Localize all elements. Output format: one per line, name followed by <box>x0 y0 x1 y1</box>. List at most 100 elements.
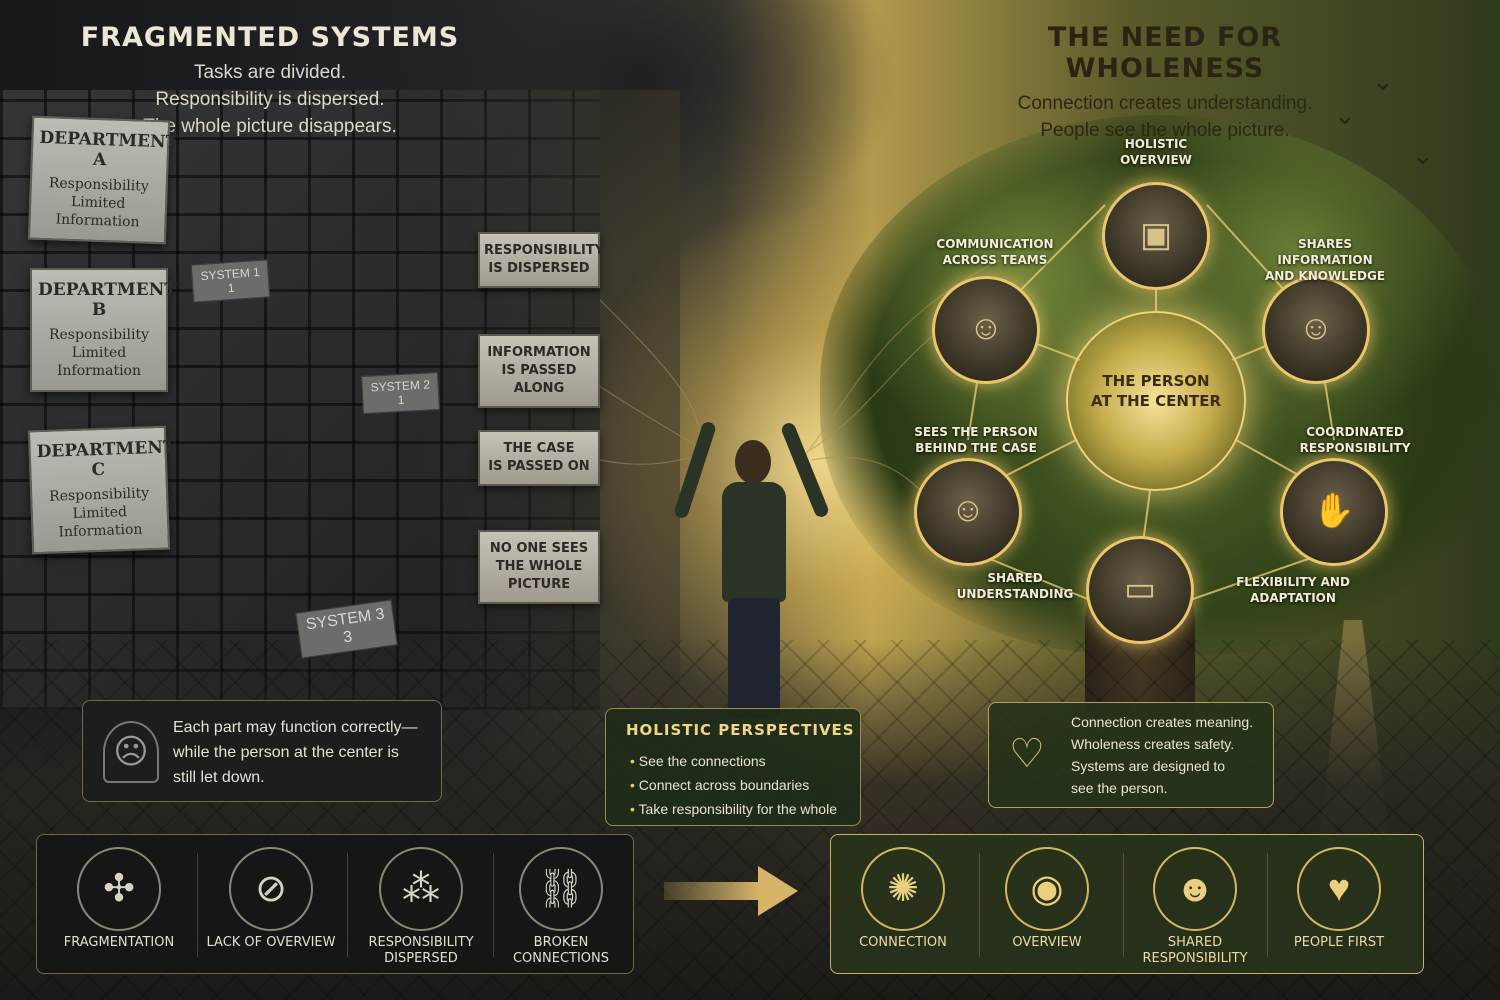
sitting-person-icon: ☹ <box>103 721 159 783</box>
right-title: THE NEED FOR WHOLENESS <box>1047 22 1283 84</box>
divider <box>197 853 198 957</box>
item-label-line: CONNECTIONS <box>512 951 610 966</box>
network-icon: ✺ <box>861 847 945 931</box>
right-subtitle-line: People see the whole picture. <box>1040 120 1290 141</box>
broken-connections-item: ⛓ BROKEN CONNECTIONS <box>491 835 631 975</box>
left-subtitle-line: Responsibility is dispersed. <box>155 89 385 110</box>
sign-line: THE CASE <box>503 441 575 456</box>
label-flexibility: FLEXIBILITY AND ADAPTATION <box>1228 574 1358 606</box>
sign-line: THE WHOLE <box>495 559 583 574</box>
department-b-sign: DEPARTMENT B Responsibility Limited Info… <box>30 268 177 392</box>
department-text: Responsibility Limited Information <box>38 484 162 542</box>
bird-icon: ⌄ <box>1412 140 1434 170</box>
item-label-line: FRAGMENTATION <box>63 935 175 950</box>
item-label-line: CONNECTION <box>859 935 947 950</box>
bird-icon: ⌄ <box>1334 100 1356 130</box>
crossed-eye-icon: ⊘ <box>229 847 313 931</box>
info-line: Systems are designed to <box>1071 758 1226 774</box>
node-label-line: RESPONSIBILITY <box>1299 441 1411 455</box>
overview-item: ◉ OVERVIEW <box>977 835 1117 975</box>
sign-line: IS PASSED ALONG <box>501 363 577 396</box>
conversation-icon: ☺ <box>950 491 986 529</box>
department-name: DEPARTMENT B <box>38 280 177 320</box>
department-name: DEPARTMENT A <box>39 127 179 171</box>
right-info-text: Connection creates meaning. Wholeness cr… <box>1071 711 1267 799</box>
item-label: OVERVIEW <box>977 935 1117 951</box>
info-line: Wholeness creates safety. <box>1071 736 1235 752</box>
label-shares-information: SHARES INFORMATION AND KNOWLEDGE <box>1250 236 1400 284</box>
eye-icon: ◉ <box>1005 847 1089 931</box>
shared-responsibility-item: ☻ SHARED RESPONSIBILITY <box>1125 835 1265 975</box>
info-line: Each part may function correctly— <box>173 719 418 736</box>
divider <box>1267 853 1268 957</box>
node-label-line: SHARED <box>987 571 1043 585</box>
item-label: FRAGMENTATION <box>49 935 189 951</box>
sign-information-passed: INFORMATION IS PASSED ALONG <box>478 334 600 408</box>
department-line: Information <box>58 521 143 541</box>
node-holistic-overview: ▣ <box>1102 182 1210 290</box>
people-first-item: ♥ PEOPLE FIRST <box>1269 835 1409 975</box>
left-header: FRAGMENTED SYSTEMS Tasks are divided. Re… <box>60 22 480 140</box>
department-line: Responsibility <box>48 327 149 343</box>
sign-line: IS DISPERSED <box>488 261 590 276</box>
puzzle-icon: ✣ <box>77 847 161 931</box>
right-subtitle: Connection creates understanding. People… <box>945 90 1385 144</box>
item-label-line: RESPONSIBILITY <box>368 935 474 950</box>
label-shared-understanding: SHARED UNDERSTANDING <box>950 570 1080 602</box>
sign-responsibility-dispersed: RESPONSIBILITY IS DISPERSED <box>478 232 604 288</box>
person-body <box>722 482 786 602</box>
node-label-line: UNDERSTANDING <box>956 587 1074 601</box>
info-line: Connection creates meaning. <box>1071 714 1254 730</box>
system-2-label: SYSTEM 2 1 <box>361 372 441 414</box>
divider <box>1123 853 1124 957</box>
holistic-perspectives-list: See the connections Connect across bound… <box>630 749 837 821</box>
monitor-icon: ▣ <box>1139 216 1173 254</box>
fragmentation-item: ✣ FRAGMENTATION <box>49 835 189 975</box>
node-shares-information: ☺ <box>1262 276 1370 384</box>
item-label-line: DISPERSED <box>384 951 458 966</box>
person-legs <box>728 598 780 718</box>
left-title: FRAGMENTED SYSTEMS <box>80 22 460 53</box>
sign-line: INFORMATION <box>487 345 591 360</box>
node-label-line: ACROSS TEAMS <box>942 253 1048 267</box>
sign-line: NO ONE SEES <box>489 541 589 556</box>
node-label-line: ADAPTATION <box>1250 591 1336 605</box>
department-text: Responsibility Limited Information <box>38 326 160 380</box>
handshake-icon: ✋ <box>1312 492 1356 530</box>
department-c-sign: DEPARTMENT C Responsibility Limited Info… <box>27 425 176 555</box>
right-header: THE NEED FOR WHOLENESS Connection create… <box>945 22 1385 144</box>
transition-arrow-icon <box>664 866 798 916</box>
list-item: See the connections <box>630 749 837 773</box>
node-label-line: FLEXIBILITY AND <box>1236 575 1350 589</box>
left-subtitle-line: Tasks are divided. <box>193 62 347 83</box>
node-label-line: SEES THE PERSON <box>914 425 1038 439</box>
connection-item: ✺ CONNECTION <box>833 835 973 975</box>
problems-panel: ✣ FRAGMENTATION ⊘ LACK OF OVERVIEW ⁂ RES… <box>36 834 634 974</box>
item-label: CONNECTION <box>833 935 973 951</box>
divider <box>347 853 348 957</box>
item-label-line: SHARED <box>1167 935 1223 950</box>
department-line: Information <box>55 211 140 231</box>
person-head <box>735 440 771 484</box>
conversation-icon: ☺ <box>968 309 1004 347</box>
sign-line: PICTURE <box>507 577 571 592</box>
sign-no-one-sees: NO ONE SEES THE WHOLE PICTURE <box>478 530 600 604</box>
label-sees-person: SEES THE PERSON BEHIND THE CASE <box>906 424 1046 456</box>
group-icon: ☻ <box>1153 847 1237 931</box>
left-subtitle: Tasks are divided. Responsibility is dis… <box>60 59 480 140</box>
node-sees-person: ☺ <box>914 458 1022 566</box>
bird-icon: ⌄ <box>1372 66 1394 96</box>
node-communication: ☺ <box>932 276 1040 384</box>
scattered-people-icon: ⁂ <box>379 847 463 931</box>
item-label-line: PEOPLE FIRST <box>1293 935 1385 950</box>
node-label-line: COORDINATED <box>1306 425 1404 439</box>
node-label-line: AND KNOWLEDGE <box>1264 269 1386 283</box>
responsibility-dispersed-item: ⁂ RESPONSIBILITY DISPERSED <box>351 835 491 975</box>
item-label: SHARED RESPONSIBILITY <box>1125 935 1265 967</box>
hub-line: THE PERSON <box>1102 372 1210 390</box>
arrow-shaft <box>664 882 760 900</box>
laptop-icon: ▭ <box>1123 570 1157 608</box>
holistic-perspectives-title: HOLISTIC PERSPECTIVES <box>626 721 855 739</box>
node-label-line: HOLISTIC <box>1124 137 1188 151</box>
info-line: still let down. <box>173 769 265 786</box>
